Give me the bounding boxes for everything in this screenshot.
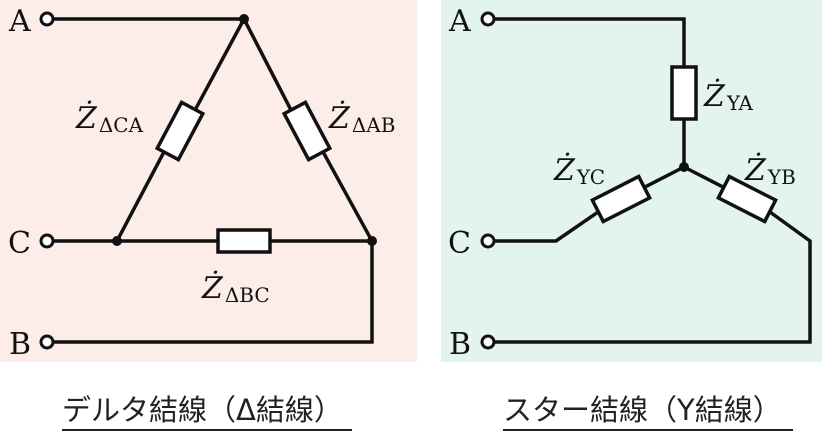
star-resistor-a xyxy=(670,65,698,121)
delta-caption: デルタ結線（Δ結線） xyxy=(62,393,343,427)
delta-background xyxy=(0,0,417,362)
delta-wire-ab-bottom xyxy=(319,147,375,244)
star-resistor-b xyxy=(716,174,778,224)
delta-resistor-ca xyxy=(154,100,206,162)
star-resistor-c xyxy=(590,174,652,224)
delta-terminal-a xyxy=(39,11,55,27)
delta-terminal-b xyxy=(39,334,55,350)
star-wire-c-upper xyxy=(642,164,687,190)
star-wire-a xyxy=(492,17,686,69)
star-terminal-a xyxy=(480,11,496,27)
delta-resistor-ab xyxy=(281,100,333,162)
star-label-a: A xyxy=(448,4,471,39)
delta-resistor-bc xyxy=(216,228,272,254)
star-caption: スター結線（Y結線） xyxy=(503,393,782,427)
star-label-b: B xyxy=(449,327,471,362)
star-label-c: C xyxy=(448,226,471,261)
star-wire-b-upper xyxy=(681,164,726,190)
delta-wire-ca-bottom xyxy=(114,147,168,244)
star-neutral-junction xyxy=(679,162,689,172)
delta-label-a: A xyxy=(8,4,31,39)
delta-junction-top xyxy=(239,14,249,24)
star-terminal-b xyxy=(480,334,496,350)
star-terminal-c xyxy=(480,233,496,249)
delta-junction-right xyxy=(367,236,377,246)
delta-label-c: C xyxy=(8,226,31,261)
delta-label-b: B xyxy=(9,327,31,362)
delta-junction-left xyxy=(112,236,122,246)
star-wire-c-lower xyxy=(492,209,601,243)
delta-terminal-c xyxy=(39,233,55,249)
delta-wire-ca-top xyxy=(191,16,247,115)
delta-wire-ab-top xyxy=(241,16,295,115)
star-wire-b-lower xyxy=(492,209,812,344)
delta-wire-b xyxy=(52,239,374,344)
